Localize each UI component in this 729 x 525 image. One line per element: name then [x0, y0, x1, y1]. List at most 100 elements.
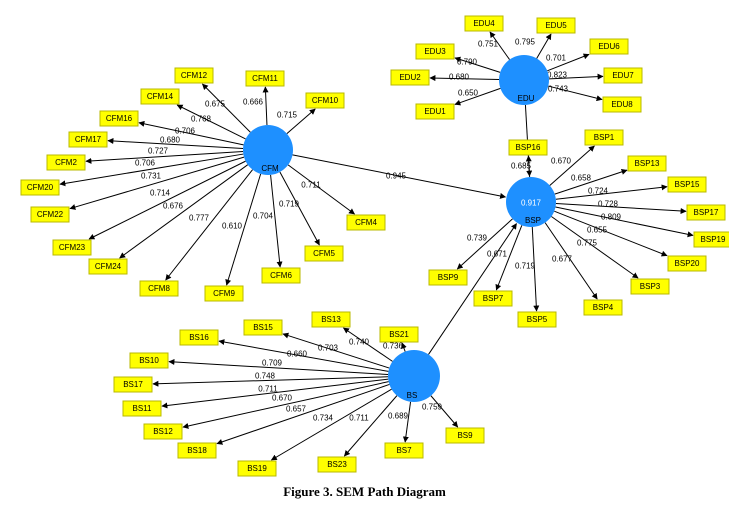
indicator-bsp1[interactable]: BSP1: [584, 129, 624, 146]
loading-arrow-cfm14: [176, 104, 246, 140]
indicator-bs12[interactable]: BS12: [143, 423, 183, 440]
indicator-cfm17[interactable]: CFM17: [68, 131, 108, 148]
indicator-edu6[interactable]: EDU6: [589, 38, 629, 55]
loading-arrow-cfm16: [138, 120, 244, 146]
loading-arrow-cfm6: [270, 174, 283, 268]
indicator-label: EDU5: [545, 21, 567, 30]
indicator-edu7[interactable]: EDU7: [603, 67, 643, 84]
indicator-label: BS9: [457, 431, 473, 440]
indicator-bs15[interactable]: BS15: [243, 319, 283, 336]
indicator-bs9[interactable]: BS9: [445, 427, 485, 444]
indicator-bs7[interactable]: BS7: [384, 442, 424, 459]
indicator-bsp20[interactable]: BSP20: [667, 255, 707, 272]
indicator-label: CFM17: [75, 135, 102, 144]
indicator-box: [243, 319, 283, 336]
loading-value-cfm22: 0.731: [141, 172, 162, 181]
indicator-cfm6[interactable]: CFM6: [261, 267, 301, 284]
indicator-bsp7[interactable]: BSP7: [473, 290, 513, 307]
indicator-bs16[interactable]: BS16: [179, 329, 219, 346]
indicator-label: CFM24: [95, 262, 122, 271]
loading-arrow-bs15: [282, 332, 390, 369]
indicator-cfm16[interactable]: CFM16: [99, 110, 139, 127]
indicator-bs11[interactable]: BS11: [122, 400, 162, 417]
loading-arrow-cfm9: [225, 173, 262, 286]
indicator-edu3[interactable]: EDU3: [415, 43, 455, 60]
indicator-box: [473, 290, 513, 307]
indicator-bsp19[interactable]: BSP19: [693, 231, 729, 248]
indicator-edu4[interactable]: EDU4: [464, 15, 504, 32]
loading-value-edu3: 0.790: [457, 58, 478, 67]
indicator-bsp5[interactable]: BSP5: [517, 311, 557, 328]
loading-value-cfm5: 0.719: [279, 200, 300, 209]
loading-value-edu5: 0.795: [515, 38, 536, 47]
indicator-bsp15[interactable]: BSP15: [667, 176, 707, 193]
indicator-edu1[interactable]: EDU1: [415, 103, 455, 120]
indicator-cfm9[interactable]: CFM9: [204, 285, 244, 302]
loading-arrow-cfm5: [279, 171, 320, 246]
indicator-bsp3[interactable]: BSP3: [630, 278, 670, 295]
indicator-cfm12[interactable]: CFM12: [174, 67, 214, 84]
loading-value-bsp9: 0.739: [467, 234, 488, 243]
indicator-cfm23[interactable]: CFM23: [52, 239, 92, 256]
indicator-label: BS11: [133, 404, 153, 413]
indicator-box: [428, 269, 468, 286]
indicator-label: BSP7: [483, 294, 504, 303]
loading-arrow-bs13: [342, 327, 393, 362]
indicator-label: EDU1: [424, 107, 446, 116]
indicator-label: BS12: [153, 427, 173, 436]
indicator-edu8[interactable]: EDU8: [602, 96, 642, 113]
loading-value-edu7: 0.823: [547, 71, 568, 80]
indicator-bs21[interactable]: BS21: [379, 326, 419, 343]
indicator-cfm5[interactable]: CFM5: [304, 245, 344, 262]
indicator-box: [630, 278, 670, 295]
construct-bs[interactable]: BS: [388, 350, 440, 402]
indicator-label: EDU6: [598, 42, 620, 51]
construct-edu[interactable]: EDU: [499, 55, 549, 105]
indicator-box: [305, 92, 345, 109]
indicator-label: CFM22: [37, 210, 64, 219]
indicator-cfm24[interactable]: CFM24: [88, 258, 128, 275]
indicator-bs18[interactable]: BS18: [177, 442, 217, 459]
indicator-edu5[interactable]: EDU5: [536, 17, 576, 34]
indicator-cfm22[interactable]: CFM22: [30, 206, 70, 223]
construct-label: BSP: [525, 216, 541, 225]
loading-value-cfm2: 0.727: [148, 147, 169, 156]
indicator-bsp9[interactable]: BSP9: [428, 269, 468, 286]
indicator-bs13[interactable]: BS13: [311, 311, 351, 328]
indicator-cfm10[interactable]: CFM10: [305, 92, 345, 109]
loading-value-bs19: 0.734: [313, 414, 334, 423]
indicator-bs10[interactable]: BS10: [129, 352, 169, 369]
indicator-box: [390, 69, 430, 86]
indicator-box: [603, 67, 643, 84]
indicator-label: CFM9: [213, 289, 235, 298]
indicator-bsp16[interactable]: BSP16: [508, 139, 548, 156]
indicator-cfm2[interactable]: CFM2: [46, 154, 86, 171]
indicator-bsp17[interactable]: BSP17: [686, 204, 726, 221]
loading-value-bs7: 0.689: [388, 412, 409, 421]
construct-cfm[interactable]: CFM: [243, 125, 293, 175]
indicator-box: [667, 255, 707, 272]
indicator-edu2[interactable]: EDU2: [390, 69, 430, 86]
indicator-cfm4[interactable]: CFM4: [346, 214, 386, 231]
indicator-cfm20[interactable]: CFM20: [20, 179, 60, 196]
indicator-cfm11[interactable]: CFM11: [245, 70, 285, 87]
indicator-bs19[interactable]: BS19: [237, 460, 277, 477]
loading-value-bs23: 0.711: [349, 414, 369, 423]
indicator-box: [88, 258, 128, 275]
indicator-bs17[interactable]: BS17: [113, 376, 153, 393]
loading-value-cfm6: 0.704: [253, 212, 274, 221]
indicator-bsp13[interactable]: BSP13: [627, 155, 667, 172]
indicator-box: [686, 204, 726, 221]
loading-value-bsp3: 0.775: [577, 239, 598, 248]
loading-arrow-bsp9: [456, 218, 513, 270]
indicator-cfm8[interactable]: CFM8: [139, 280, 179, 297]
indicator-label: BS15: [253, 323, 273, 332]
loading-arrow-bs21: [401, 342, 407, 352]
loading-arrow-edu5: [536, 33, 552, 59]
indicator-bs23[interactable]: BS23: [317, 456, 357, 473]
indicator-cfm14[interactable]: CFM14: [140, 88, 180, 105]
indicator-bsp4[interactable]: BSP4: [583, 299, 623, 316]
construct-circle: [499, 55, 549, 105]
